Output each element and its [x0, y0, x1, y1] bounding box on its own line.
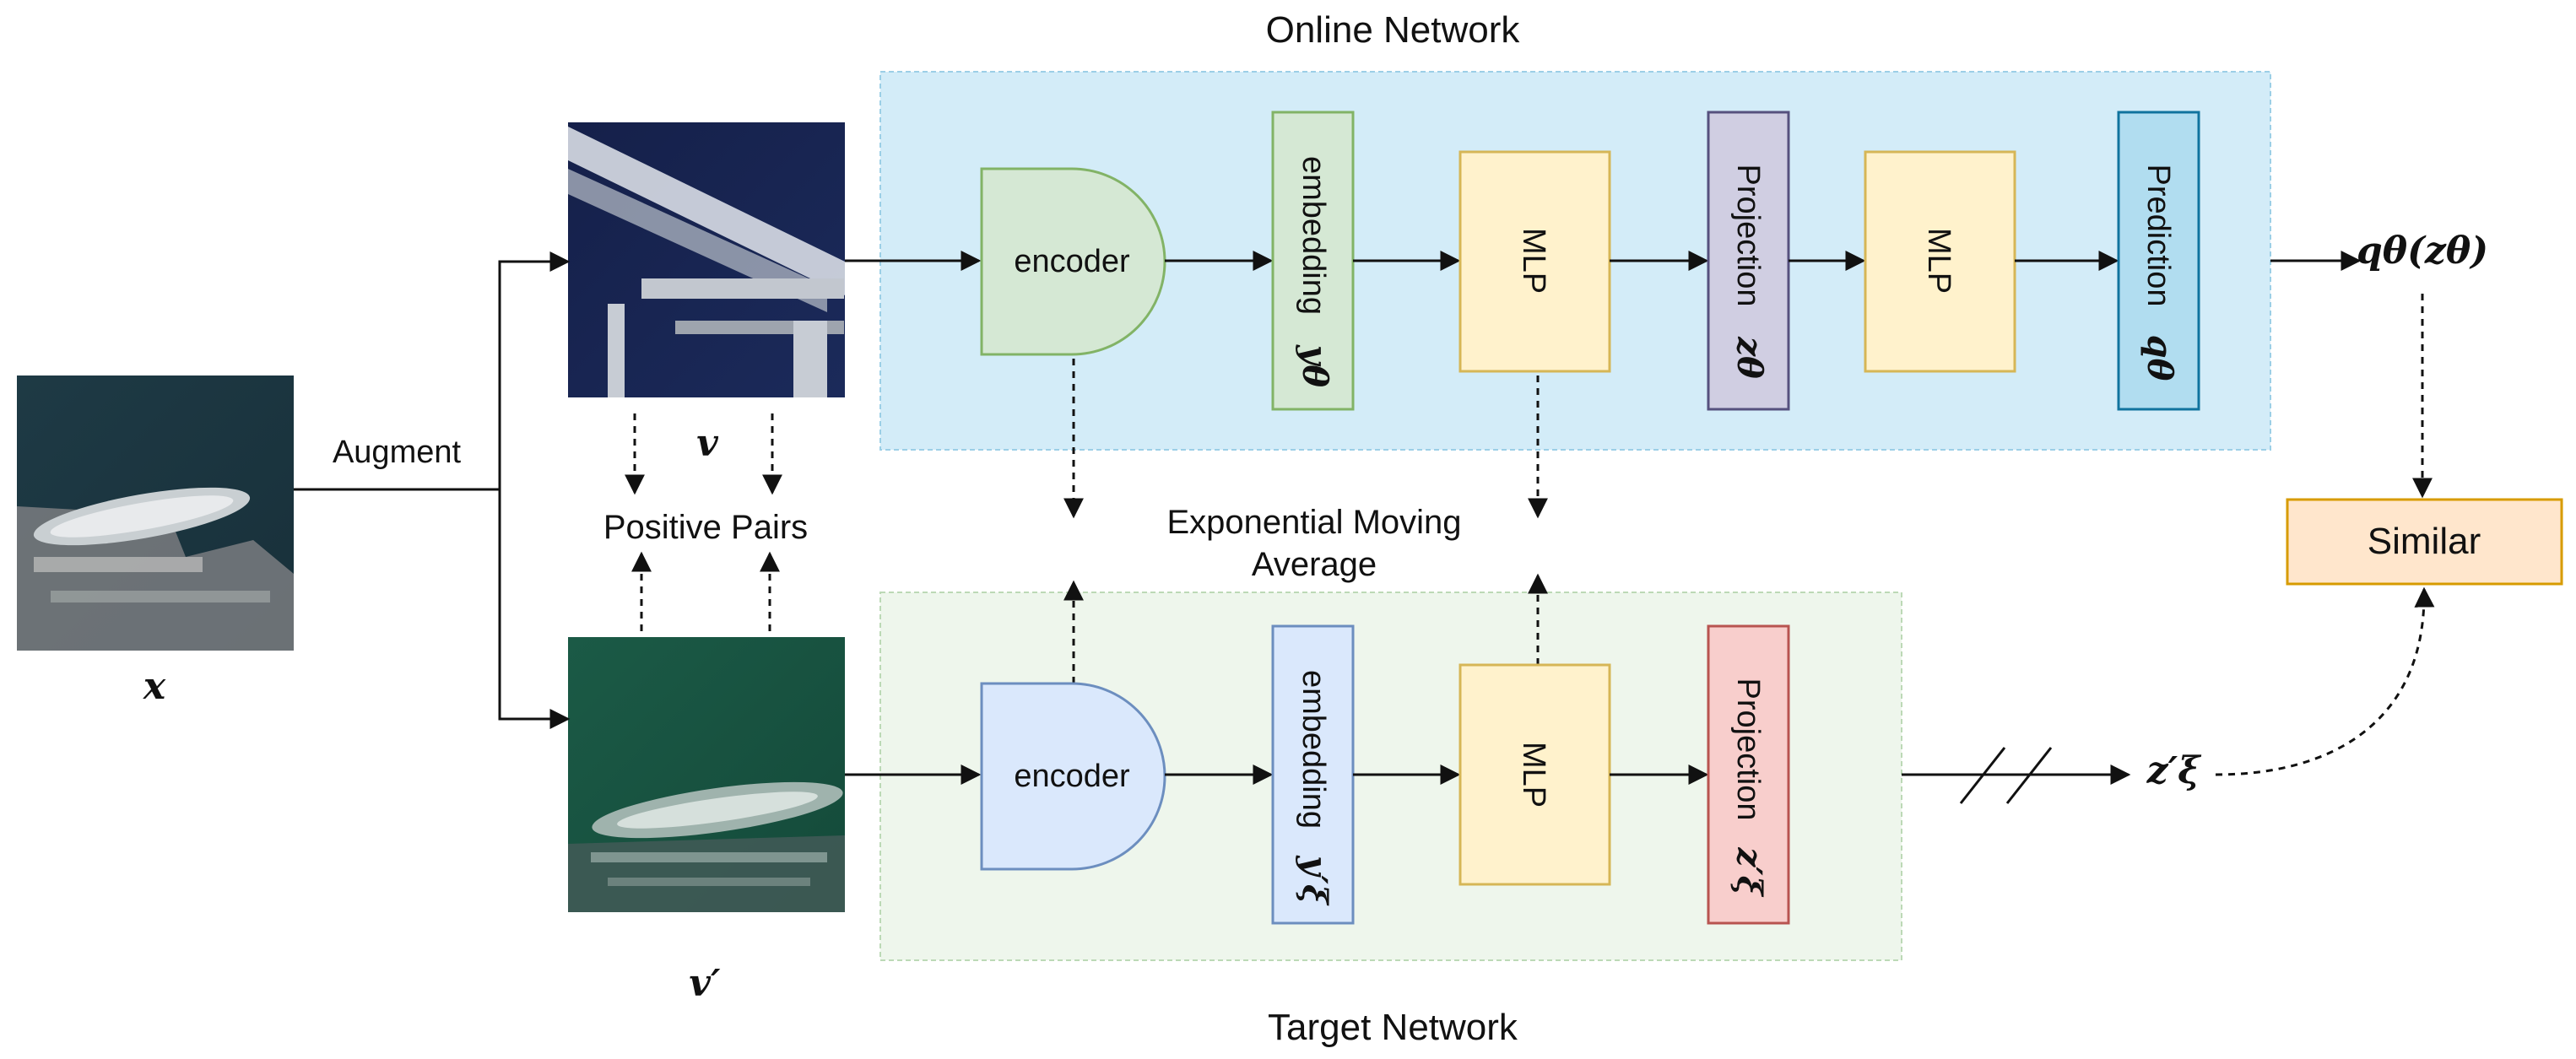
target-encoder — [980, 682, 1166, 871]
target-projection — [1707, 624, 1790, 925]
v-label: v — [696, 422, 718, 465]
target-network-title: Target Network — [1268, 1007, 1518, 1048]
v-prime-label: v′ — [689, 962, 721, 1005]
input-image-x — [17, 376, 294, 651]
ema-label-line2: Average — [1252, 546, 1377, 583]
positive-pairs-label: Positive Pairs — [603, 509, 808, 546]
augment-to-v-arrow — [498, 251, 571, 489]
online-output-label: qθ(zθ) — [2357, 230, 2488, 273]
target-embedding-label: embedding — [1296, 670, 1331, 829]
online-encoder — [980, 167, 1166, 356]
stop-gradient-slash-1 — [1959, 747, 2006, 804]
augmented-image-v — [568, 122, 845, 397]
online-projection-symbol: zθ — [1729, 336, 1769, 379]
target-encoder-label: encoder — [1014, 759, 1130, 794]
target-projection-label: Projection — [1730, 678, 1766, 821]
online-prediction-label: Prediction — [2140, 165, 2176, 307]
online-projection — [1707, 111, 1790, 411]
target-mlp-label: MLP — [1516, 742, 1551, 808]
augment-label: Augment — [333, 435, 462, 470]
online-projection-label: Projection — [1730, 165, 1766, 307]
online-network-title: Online Network — [1266, 9, 1521, 51]
online-embedding-label: embedding — [1296, 156, 1331, 315]
online-embedding-symbol: yθ — [1295, 344, 1334, 387]
target-mlp — [1458, 663, 1611, 886]
online-mlp-1-label: MLP — [1516, 228, 1551, 294]
target-output-to-similar-arrow — [2215, 586, 2435, 776]
target-projection-symbol: z′ξ — [1729, 847, 1769, 898]
online-prediction — [2117, 111, 2200, 411]
online-mlp-1 — [1458, 150, 1611, 373]
target-embedding-symbol: y′ξ — [1295, 855, 1334, 906]
augment-to-v-prime-arrow — [498, 489, 571, 729]
online-embedding — [1271, 111, 1355, 411]
target-embedding — [1271, 624, 1355, 925]
similar-box — [2286, 498, 2563, 586]
online-mlp-2-label: MLP — [1921, 228, 1956, 294]
similar-label: Similar — [2368, 521, 2481, 562]
x-label: x — [143, 665, 166, 708]
ema-label-line1: Exponential Moving — [1166, 504, 1461, 541]
stop-gradient-slash-2 — [2005, 747, 2053, 804]
augmented-image-v-prime — [568, 637, 845, 912]
target-output-label: z′ξ — [2146, 749, 2202, 792]
online-mlp-2 — [1864, 150, 2016, 373]
online-encoder-label: encoder — [1014, 244, 1130, 279]
online-prediction-symbol: qθ — [2140, 335, 2179, 381]
